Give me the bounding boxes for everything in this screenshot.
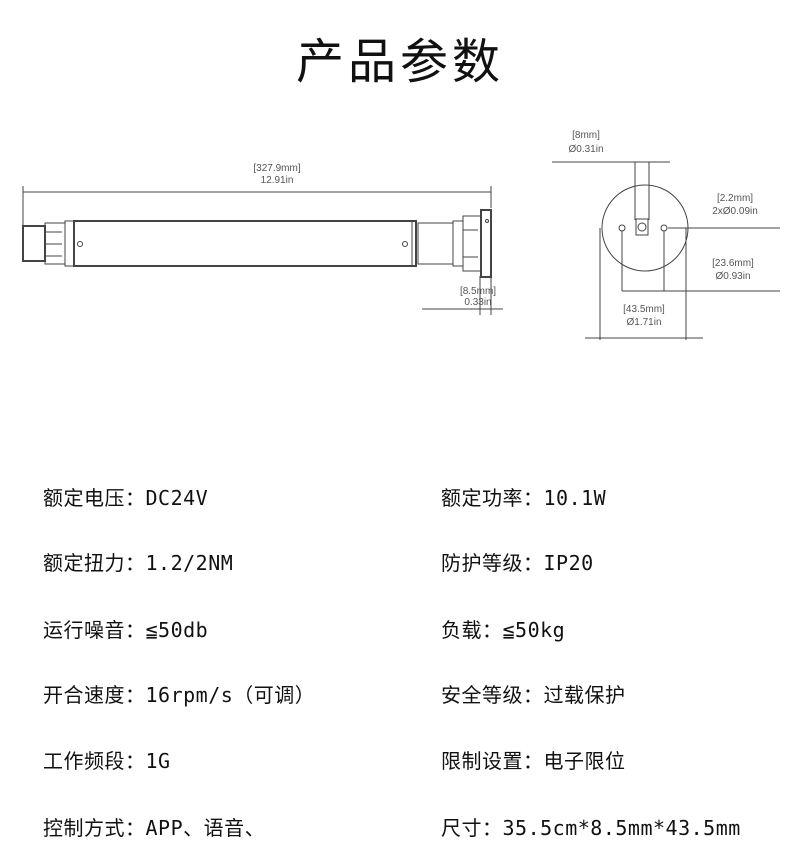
motor-dimension-drawing: [327.9mm] 12.91in [8.5mm] 0.33in [8mm] Ø…	[22, 130, 780, 340]
spec-rated-power: 额定功率：10.1W	[441, 486, 607, 510]
motor-side-view	[22, 209, 492, 278]
spec-safety: 安全等级：过载保护	[441, 683, 626, 707]
hole-in-label: 2xØ0.09in	[712, 206, 758, 217]
holes-in-label: Ø0.93in	[715, 271, 750, 282]
spec-load: 负载：≦50kg	[441, 618, 566, 642]
spec-protection-level: 防护等级：IP20	[441, 551, 594, 575]
spec-rated-torque: 额定扭力：1.2/2NM	[43, 551, 234, 575]
spec-size: 尺寸：35.5cm*8.5mm*43.5mm	[441, 816, 741, 840]
spec-limit: 限制设置：电子限位	[441, 749, 626, 773]
motor-end-view	[552, 161, 780, 340]
spec-rated-voltage: 额定电压：DC24V	[43, 486, 209, 510]
shaft-in-label: Ø0.31in	[568, 144, 603, 155]
holes-mm-label: [23.6mm]	[712, 258, 754, 269]
length-in-label: 12.91in	[261, 175, 294, 186]
page-title: 产品参数	[295, 34, 504, 90]
spec-speed: 开合速度：16rpm/s（可调）	[43, 683, 316, 707]
spec-frequency: 工作频段：1G	[43, 749, 171, 773]
length-mm-label: [327.9mm]	[253, 163, 300, 174]
flange-mm-label: [8.5mm]	[460, 286, 496, 297]
spec-control: 控制方式：APP、语音、	[43, 816, 266, 840]
hole-mm-label: [2.2mm]	[717, 193, 753, 204]
flange-in-label: 0.33in	[464, 297, 491, 308]
spec-noise: 运行噪音：≦50db	[43, 618, 209, 642]
head-mm-label: [43.5mm]	[623, 304, 665, 315]
shaft-mm-label: [8mm]	[572, 130, 600, 141]
head-in-label: Ø1.71in	[626, 317, 661, 328]
